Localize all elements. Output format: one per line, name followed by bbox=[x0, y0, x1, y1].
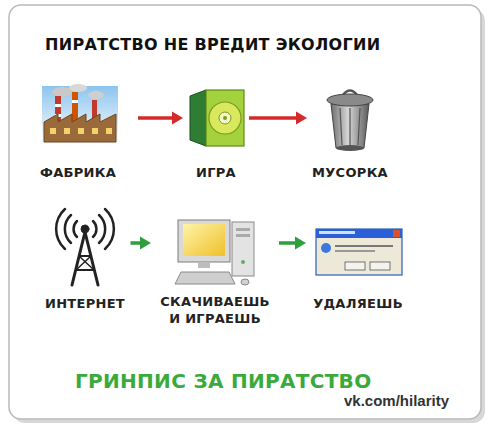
node-label: ИГРА bbox=[196, 165, 236, 182]
node-label: ИНТЕРНЕТ bbox=[45, 296, 125, 313]
icon-space bbox=[306, 212, 410, 294]
node-label: СКАЧИВАЕШЬ И ИГРАЕШЬ bbox=[156, 294, 274, 328]
computer-icon bbox=[175, 220, 254, 285]
icon-node: СКАЧИВАЕШЬ И ИГРАЕШЬ bbox=[151, 212, 279, 328]
arrow-head bbox=[172, 112, 183, 125]
watermark: vk.com/hilarity bbox=[344, 392, 449, 409]
arrow-line bbox=[279, 241, 297, 245]
arrow-head bbox=[296, 112, 307, 125]
icon-node: УДАЛЯЕШЬ bbox=[306, 212, 410, 313]
icon-space bbox=[18, 85, 138, 163]
arrow-connector bbox=[279, 237, 306, 250]
caption: ГРИНПИС ЗА ПИРАТСТВО bbox=[75, 369, 371, 393]
icon-space bbox=[183, 85, 249, 163]
node-label: МУСОРКА bbox=[312, 165, 388, 182]
icon-space bbox=[40, 212, 131, 294]
icon-node: ИНТЕРНЕТ bbox=[40, 212, 131, 313]
arrow-connector bbox=[131, 237, 152, 250]
icon-space bbox=[307, 85, 393, 163]
icon-node: ФАБРИКА bbox=[18, 85, 138, 182]
trash-bin-icon bbox=[327, 91, 373, 152]
node-label: ФАБРИКА bbox=[40, 165, 116, 182]
icon-space bbox=[151, 212, 279, 294]
icon-node: МУСОРКА bbox=[307, 85, 393, 182]
arrow-connector bbox=[138, 112, 183, 125]
arrow-line bbox=[138, 116, 174, 120]
title: ПИРАТСТВО НЕ ВРЕДИТ ЭКОЛОГИИ bbox=[45, 35, 380, 54]
arrow-head bbox=[295, 237, 306, 250]
arrow-line bbox=[249, 116, 298, 120]
node-label: УДАЛЯЕШЬ bbox=[313, 296, 403, 313]
factory-icon bbox=[42, 84, 118, 144]
arrow-head bbox=[140, 237, 151, 250]
game-disc-icon bbox=[190, 90, 244, 146]
antenna-icon bbox=[56, 209, 114, 285]
frame bbox=[9, 5, 481, 419]
icon-node: ИГРА bbox=[183, 85, 249, 182]
dialog-window-icon bbox=[316, 229, 402, 275]
arrow-connector bbox=[249, 112, 307, 125]
